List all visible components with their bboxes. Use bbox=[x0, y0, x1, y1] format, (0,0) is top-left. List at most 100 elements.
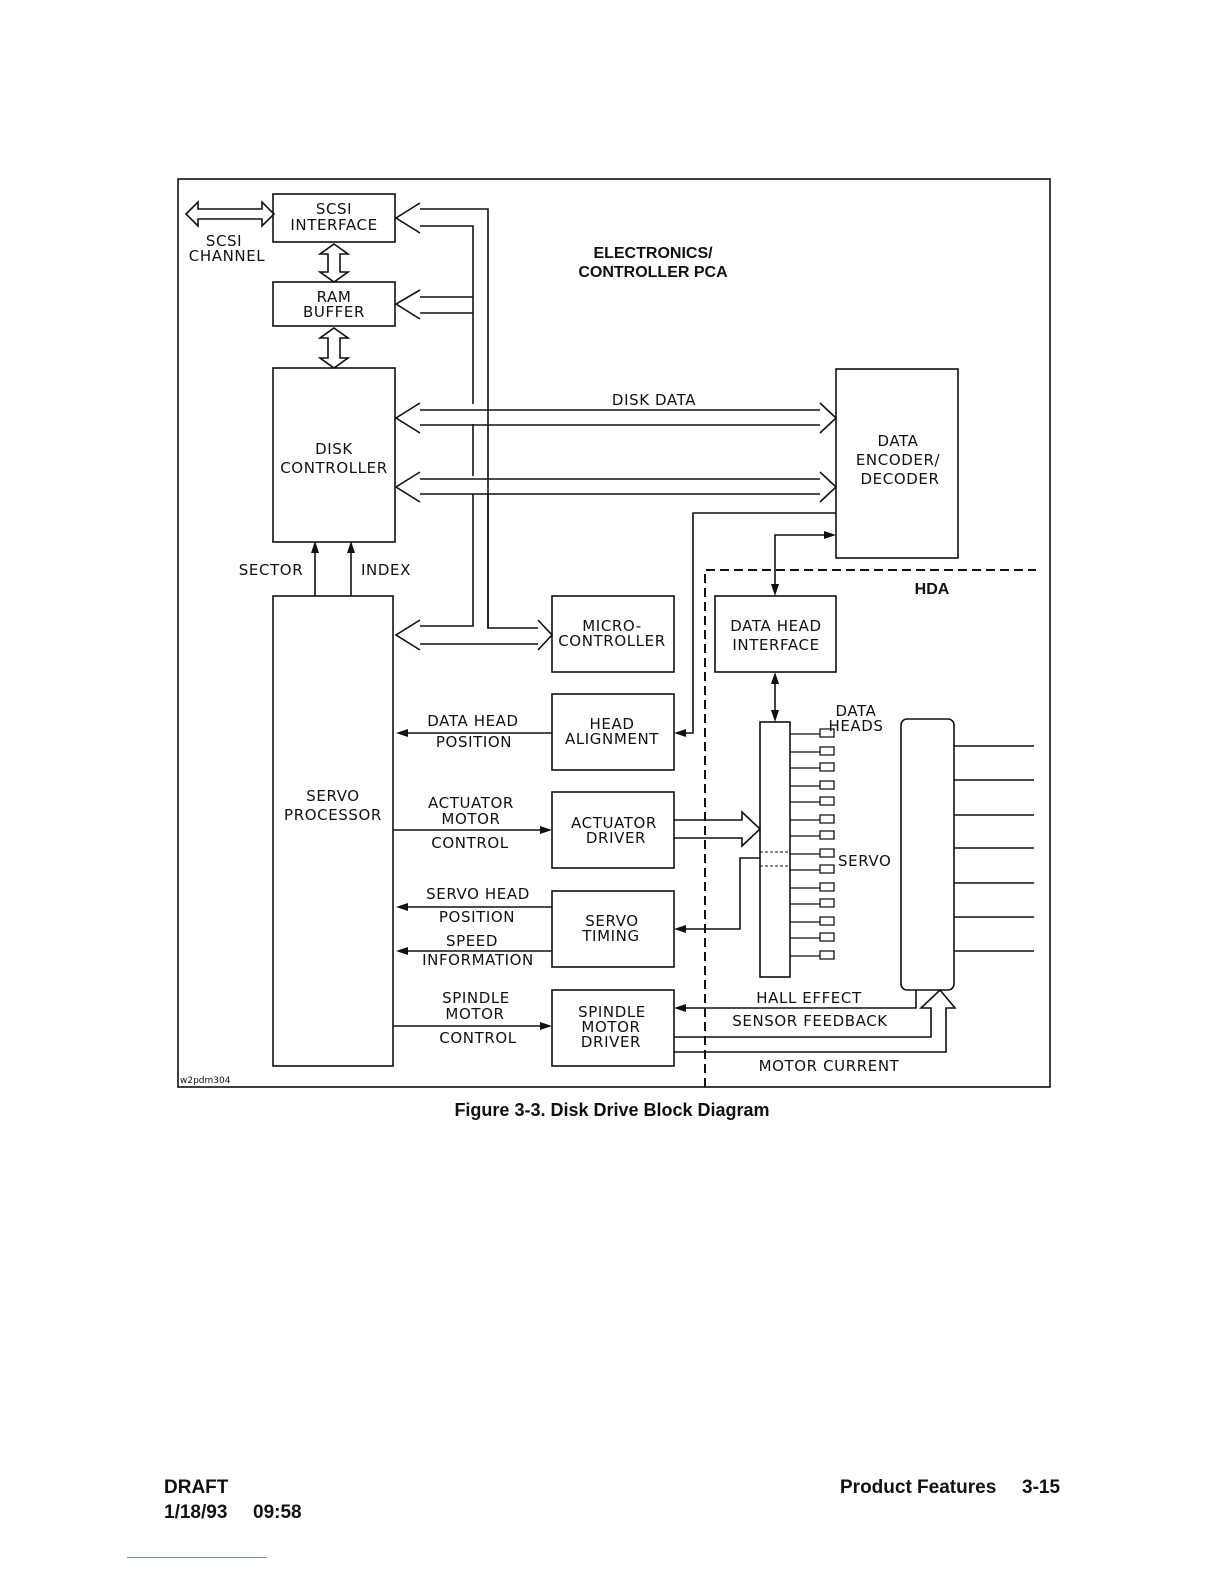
spindle-control-label-1: SPINDLE bbox=[442, 989, 510, 1007]
spindle-motor-driver-block bbox=[551, 989, 675, 1067]
actuator-control-label-3: CONTROL bbox=[431, 834, 508, 852]
hall-effect-label-2: SENSOR FEEDBACK bbox=[732, 1012, 888, 1030]
disk-data-label: DISK DATA bbox=[612, 391, 696, 409]
head-stack bbox=[759, 721, 791, 978]
scsi-channel-label-2: CHANNEL bbox=[189, 247, 266, 265]
bus-line-f bbox=[420, 494, 474, 627]
encoder-label-2: ENCODER/ bbox=[856, 451, 941, 469]
head-interface-label-1: DATA HEAD bbox=[730, 617, 821, 635]
actuator-to-stack bbox=[674, 810, 762, 848]
hda-label: HDA bbox=[915, 581, 950, 598]
footer-section: Product Features bbox=[840, 1477, 997, 1498]
actuator-control-label-1: ACTUATOR bbox=[428, 794, 514, 812]
bus-line-b bbox=[420, 225, 474, 404]
bus-arrow-ctrl-2 bbox=[394, 471, 421, 503]
bus-arrow-micro bbox=[537, 619, 554, 651]
sector-label: SECTOR bbox=[239, 561, 303, 579]
servo-head-position-label-1: SERVO HEAD bbox=[426, 885, 530, 903]
data-heads-label-1: DATA bbox=[835, 702, 876, 720]
disk-data-line-2 bbox=[420, 478, 820, 495]
bus-arrow-servo bbox=[394, 619, 421, 651]
bus-arrow-ctrl-1 bbox=[394, 402, 421, 434]
platter-lines bbox=[954, 745, 1034, 952]
head-alignment-block bbox=[551, 693, 675, 771]
speed-info-label-2: INFORMATION bbox=[422, 951, 534, 969]
drawing-id: w2pdm304 bbox=[180, 1076, 231, 1086]
actuator-driver-label-2: DRIVER bbox=[586, 829, 646, 847]
spindle-driver-label-3: DRIVER bbox=[581, 1033, 641, 1051]
motor-current-label: MOTOR CURRENT bbox=[759, 1057, 900, 1075]
head-interface-arrowhead bbox=[771, 584, 779, 596]
footer-time: 09:58 bbox=[253, 1502, 302, 1523]
spindle-control-label-2: MOTOR bbox=[445, 1005, 504, 1023]
index-arrowhead bbox=[347, 541, 355, 553]
head-arm bbox=[790, 898, 835, 908]
bus-arrow-ram bbox=[394, 289, 421, 320]
ram-buffer-label-2: BUFFER bbox=[303, 303, 365, 321]
head-arm bbox=[790, 762, 835, 772]
board-label-2: CONTROLLER PCA bbox=[578, 264, 728, 281]
head-arm bbox=[790, 864, 835, 874]
head-arm bbox=[790, 950, 835, 960]
servo-processor-label-1: SERVO bbox=[306, 787, 359, 805]
head-arm bbox=[790, 796, 835, 806]
encoder-label-3: DECODER bbox=[861, 470, 940, 488]
head-alignment-label-1: HEAD bbox=[590, 715, 635, 733]
servo-to-timing bbox=[680, 857, 760, 930]
alignment-arrowhead bbox=[674, 729, 686, 737]
head-arm bbox=[790, 780, 835, 790]
sector-arrowhead bbox=[311, 541, 319, 553]
servo-window-a bbox=[760, 851, 790, 867]
bus-arrow-scsi bbox=[394, 202, 421, 234]
speed-info-label-1: SPEED bbox=[446, 932, 498, 950]
micro-label-1: MICRO- bbox=[582, 617, 642, 635]
encoder-to-head-interface bbox=[774, 534, 826, 590]
disk-data-arrow-2 bbox=[819, 471, 838, 503]
servo-timing-label-2: TIMING bbox=[581, 927, 639, 945]
head-arm bbox=[790, 848, 835, 858]
index-label: INDEX bbox=[361, 561, 411, 579]
head-arm bbox=[790, 932, 835, 942]
hda-boundary bbox=[704, 569, 1036, 1087]
bus-line-a bbox=[420, 208, 538, 629]
footer-draft: DRAFT bbox=[164, 1477, 229, 1498]
board-label-1: ELECTRONICS/ bbox=[593, 245, 713, 262]
board-frame bbox=[177, 178, 1051, 1088]
spindle-driver-label-1: SPINDLE bbox=[578, 1003, 646, 1021]
servo-head-position-arrowhead bbox=[396, 903, 408, 911]
scsi-ram-arrow bbox=[317, 243, 351, 283]
hall-arrowhead bbox=[674, 1004, 686, 1012]
spindle-control-label-3: CONTROL bbox=[439, 1029, 516, 1047]
speed-info-arrowhead bbox=[396, 947, 408, 955]
disk-data-line-1 bbox=[420, 409, 820, 426]
micro-label-2: CONTROLLER bbox=[558, 632, 666, 650]
bottom-rule bbox=[127, 1557, 267, 1558]
head-arm bbox=[790, 728, 835, 738]
footer-date: 1/18/93 bbox=[164, 1502, 228, 1523]
data-head-position-label-2: POSITION bbox=[436, 733, 512, 751]
head-arm bbox=[790, 916, 835, 926]
timing-arrowhead bbox=[674, 925, 686, 933]
servo-processor-label-2: PROCESSOR bbox=[284, 806, 382, 824]
encoder-label-1: DATA bbox=[877, 432, 918, 450]
scsi-channel-label-1: SCSI bbox=[206, 232, 242, 250]
head-arms bbox=[790, 728, 835, 960]
actuator-control-label-2: MOTOR bbox=[441, 810, 500, 828]
servo-processor-block bbox=[272, 595, 394, 1067]
servo-label: SERVO bbox=[838, 852, 891, 870]
spindle-feedback-arrow bbox=[674, 988, 957, 1053]
servo-timing-label-1: SERVO bbox=[585, 912, 638, 930]
head-arm bbox=[790, 814, 835, 824]
figure-caption: Figure 3-3. Disk Drive Block Diagram bbox=[454, 1100, 770, 1120]
spindle-driver-label-2: MOTOR bbox=[581, 1018, 640, 1036]
data-encoder-decoder-block bbox=[835, 368, 959, 559]
disk-data-arrow-1 bbox=[819, 402, 838, 434]
footer-page: 3-15 bbox=[1022, 1477, 1061, 1498]
data-heads-label-2: HEADS bbox=[828, 717, 883, 735]
head-arm bbox=[790, 746, 835, 756]
scsi-channel-arrow bbox=[184, 200, 276, 228]
stack-arrowhead bbox=[771, 710, 779, 722]
disk-controller-label-2: CONTROLLER bbox=[280, 459, 388, 477]
ram-buffer-label-1: RAM bbox=[317, 288, 352, 306]
